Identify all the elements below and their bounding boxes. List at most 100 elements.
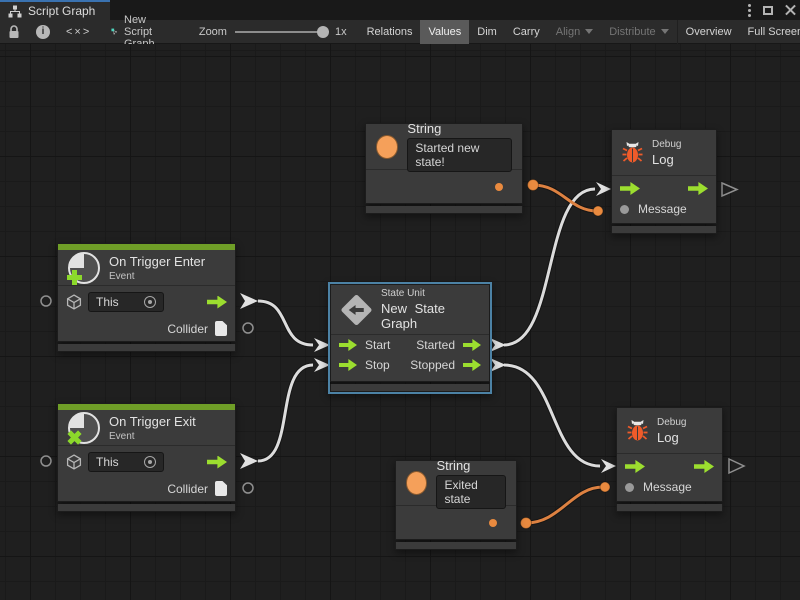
fullscreen-button[interactable]: Full Screen: [747, 25, 800, 38]
node-footer: [57, 344, 236, 352]
exit-target-in-port[interactable]: [40, 455, 52, 467]
flow-in-arrow-icon[interactable]: [620, 182, 640, 195]
on-trigger-enter-node[interactable]: On Trigger Enter Event This: [57, 243, 236, 352]
log-top-message-in-port[interactable]: [592, 205, 604, 217]
gameobject-cube-icon: [66, 454, 82, 470]
log-top-flow-in-port[interactable]: [596, 182, 611, 196]
start-in-arrow-icon[interactable]: [339, 339, 357, 351]
string-value-field[interactable]: Started new state!: [407, 138, 512, 172]
values-button[interactable]: Values: [420, 19, 470, 44]
zoom-slider[interactable]: [234, 25, 329, 38]
enter-target-in-port[interactable]: [40, 295, 52, 307]
collider-label: Collider: [167, 481, 208, 496]
event-accent-bar: [58, 404, 235, 410]
target-field[interactable]: This: [88, 292, 164, 312]
window-menu-icon[interactable]: [748, 3, 751, 17]
string-output-dot[interactable]: [489, 518, 497, 527]
wire-stopped-to-log[interactable]: [503, 363, 601, 468]
exit-flow-out-port[interactable]: [240, 453, 258, 469]
flow-out-arrow-icon[interactable]: [207, 295, 227, 309]
overview-button[interactable]: Overview: [685, 25, 732, 38]
variables-button[interactable]: <×>: [58, 20, 99, 44]
exit-collider-out-port[interactable]: [242, 482, 254, 494]
node-footer: [611, 226, 717, 234]
string-value-field[interactable]: Exited state: [436, 474, 506, 509]
graph-hierarchy-icon: [8, 5, 22, 17]
message-label: Message: [643, 480, 692, 494]
started-label: Started: [416, 338, 455, 352]
node-footer: [365, 206, 523, 214]
node-title: On Trigger Enter: [109, 253, 206, 269]
lock-button[interactable]: [0, 20, 28, 44]
wire-string-to-message-bottom[interactable]: [525, 485, 604, 525]
align-dropdown[interactable]: Align: [548, 20, 601, 44]
log-bottom-flow-out-port[interactable]: [728, 457, 746, 475]
info-icon: i: [36, 24, 50, 39]
target-value: This: [96, 295, 119, 309]
log-top-flow-out-port[interactable]: [721, 181, 739, 198]
wire-string-to-message-top[interactable]: [532, 183, 598, 213]
flow-out-arrow-icon[interactable]: [688, 182, 708, 195]
string-literal-node-bottom[interactable]: String Exited state: [395, 458, 517, 550]
enter-flow-out-port[interactable]: [240, 293, 258, 309]
stopped-label: Stopped: [410, 358, 455, 372]
toolbar-separator: [676, 19, 678, 44]
target-field[interactable]: This: [88, 452, 164, 472]
message-input-dot[interactable]: [625, 482, 634, 492]
enter-collider-out-port[interactable]: [242, 322, 254, 334]
info-button[interactable]: i: [28, 20, 58, 44]
node-category: Debug: [657, 416, 687, 428]
state-stop-in-port[interactable]: [314, 358, 330, 372]
wire-enter-to-start[interactable]: [257, 299, 314, 347]
stop-in-arrow-icon[interactable]: [339, 359, 357, 371]
log-bottom-message-in-port[interactable]: [599, 481, 611, 493]
string-top-out-port[interactable]: [527, 179, 539, 191]
object-picker-icon[interactable]: [144, 456, 156, 468]
state-stopped-out-port[interactable]: [490, 358, 506, 372]
debug-log-node-bottom[interactable]: Debug Log Message: [616, 407, 723, 512]
string-output-dot[interactable]: [495, 182, 503, 191]
flow-out-arrow-icon[interactable]: [207, 455, 227, 469]
dim-button[interactable]: Dim: [477, 25, 497, 38]
maximize-icon[interactable]: [763, 5, 773, 15]
wire-exit-to-stop[interactable]: [257, 363, 314, 463]
node-title: New State Graph: [380, 301, 445, 331]
state-unit-node[interactable]: State Unit New State Graph Start Started…: [328, 282, 492, 394]
node-title: String: [407, 121, 442, 136]
flow-in-arrow-icon[interactable]: [625, 460, 645, 473]
message-input-dot[interactable]: [620, 204, 629, 214]
node-title: Log: [652, 151, 674, 167]
relations-button[interactable]: Relations: [366, 25, 413, 38]
node-category: Debug: [652, 138, 682, 150]
connected-value-ports: [520, 179, 611, 529]
graph-canvas[interactable]: String Started new state!: [0, 44, 800, 600]
string-bottom-out-port[interactable]: [520, 517, 532, 529]
bug-icon: [627, 420, 648, 441]
log-bottom-flow-in-port[interactable]: [601, 459, 616, 473]
state-started-out-port[interactable]: [490, 338, 506, 352]
message-label: Message: [638, 202, 687, 216]
object-picker-icon[interactable]: [144, 296, 156, 308]
stopped-out-arrow-icon[interactable]: [463, 359, 481, 371]
node-subtitle: Event: [109, 270, 135, 282]
debug-log-node-top[interactable]: Debug Log Message: [611, 129, 717, 234]
cross-badge-icon: [67, 430, 82, 445]
graph-asset-icon: [111, 28, 118, 35]
close-icon[interactable]: [785, 5, 796, 16]
string-literal-node-top[interactable]: String Started new state!: [365, 121, 523, 214]
distribute-dropdown[interactable]: Distribute: [601, 20, 676, 44]
state-start-in-port[interactable]: [314, 338, 330, 352]
on-trigger-exit-node[interactable]: On Trigger Exit Event This: [57, 403, 236, 512]
carry-button[interactable]: Carry: [512, 25, 540, 38]
node-title: Log: [657, 429, 679, 445]
tab-script-graph[interactable]: Script Graph: [0, 0, 110, 20]
zoom-value: 1x: [334, 25, 347, 38]
collider-file-icon: [215, 481, 227, 496]
collider-file-icon: [215, 321, 227, 336]
chevron-down-icon: [660, 29, 669, 34]
zoom-slider-knob[interactable]: [316, 25, 329, 38]
event-accent-bar: [58, 244, 235, 250]
flow-out-arrow-icon[interactable]: [694, 460, 714, 473]
started-out-arrow-icon[interactable]: [463, 339, 481, 351]
